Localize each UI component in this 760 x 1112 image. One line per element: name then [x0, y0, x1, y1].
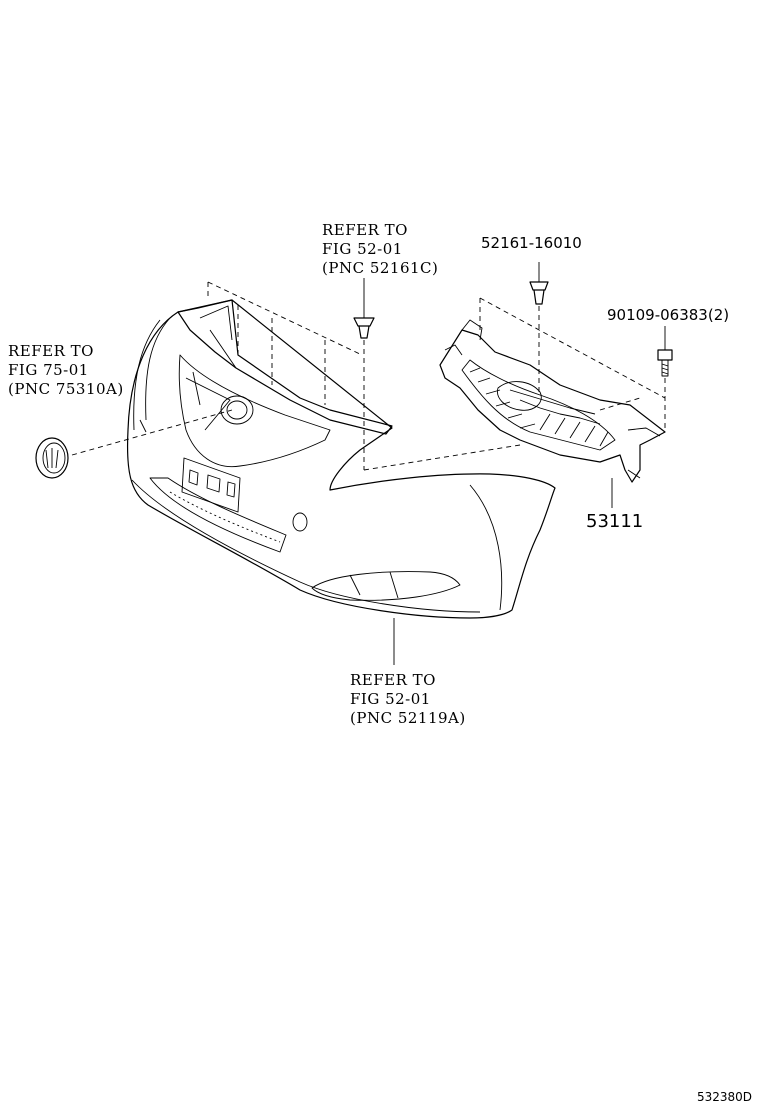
- part-number-grille: 53111: [586, 511, 643, 532]
- grille-mesh: [469, 367, 609, 447]
- callout-emblem-line3: (PNC 75310A): [8, 380, 124, 398]
- upper-molding: [177, 299, 393, 435]
- part-number-bolt: 90109-06383(2): [607, 306, 729, 324]
- emblem-dash-line: [71, 409, 233, 456]
- front-bumper-cover: [126, 299, 556, 619]
- bolt-part: [657, 326, 673, 377]
- figure-code: 532380D: [697, 1090, 752, 1104]
- callout-molding-line1: REFER TO: [322, 221, 408, 239]
- callout-bumper-line1: REFER TO: [350, 671, 436, 689]
- callout-molding-line3: (PNC 52161C): [322, 259, 438, 277]
- radiator-grille-part: [439, 319, 666, 483]
- callout-bumper-line2: FIG 52-01: [350, 690, 431, 708]
- callout-bumper-line3: (PNC 52119A): [350, 709, 466, 727]
- callout-bumper: REFER TO FIG 52-01 (PNC 52119A): [350, 671, 466, 727]
- callout-molding: REFER TO FIG 52-01 (PNC 52161C): [322, 221, 438, 277]
- assembly-dash-lines: [207, 281, 666, 471]
- clip-part: [529, 262, 549, 305]
- callout-emblem: REFER TO FIG 75-01 (PNC 75310A): [8, 342, 124, 398]
- callout-molding-line2: FIG 52-01: [322, 240, 403, 258]
- molding-clip-part: [353, 278, 375, 339]
- callout-emblem-line1: REFER TO: [8, 342, 94, 360]
- emblem-part: [35, 437, 69, 479]
- part-number-clip: 52161-16010: [481, 234, 582, 252]
- callout-emblem-line2: FIG 75-01: [8, 361, 89, 379]
